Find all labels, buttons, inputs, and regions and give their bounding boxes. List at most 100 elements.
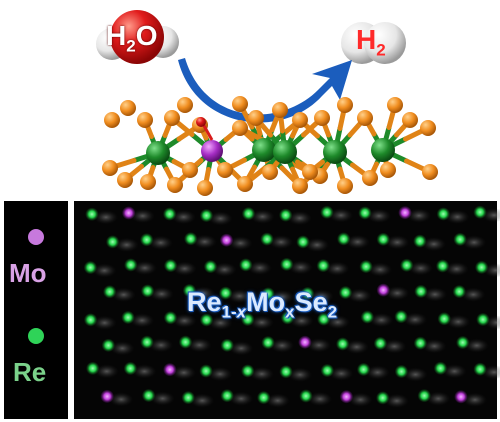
stem-image-panel	[4, 201, 500, 420]
stem-mo-atom	[376, 283, 390, 297]
stem-re-atom	[85, 207, 99, 221]
stem-re-atom	[336, 337, 350, 351]
se-atom	[337, 178, 353, 194]
stem-re-atom	[260, 232, 274, 246]
stem-re-atom	[376, 232, 390, 246]
stem-re-atom	[86, 361, 100, 375]
hydrogen-molecule	[341, 22, 406, 64]
stem-re-atom	[279, 208, 293, 222]
stem-re-atom	[316, 259, 330, 273]
stem-background-blob	[92, 263, 117, 278]
stem-background-blob	[384, 393, 409, 408]
stem-re-atom	[436, 259, 450, 273]
water-formula-label: H2O	[106, 20, 158, 56]
stem-background-blob	[444, 261, 469, 276]
se-atom	[102, 160, 118, 176]
se-atom	[140, 174, 156, 190]
stem-re-atom	[476, 312, 490, 326]
se-atom	[217, 162, 233, 178]
stem-background-blob	[265, 393, 290, 408]
stem-re-atom	[320, 205, 334, 219]
stem-mo-atom	[122, 206, 136, 220]
stem-re-atom	[239, 258, 253, 272]
se-atom	[232, 96, 248, 112]
stem-background-blob	[93, 210, 118, 225]
stem-re-atom	[417, 389, 431, 403]
stem-background-blob	[130, 313, 155, 328]
se-atom	[292, 178, 308, 194]
stem-re-atom	[199, 209, 213, 223]
stem-background-blob	[172, 313, 197, 328]
stem-background-blob	[289, 313, 314, 328]
stem-background-blob	[307, 391, 332, 406]
stem-background-blob	[191, 286, 216, 301]
stem-re-atom	[279, 365, 293, 379]
stem-re-atom	[178, 335, 192, 349]
stem-background-blob	[114, 237, 139, 252]
stem-background-blob	[345, 234, 370, 249]
se-atom	[197, 180, 213, 196]
se-atom	[380, 162, 396, 178]
stem-background-blob	[249, 315, 274, 330]
material-formula: Re1-xMoxSe2	[187, 287, 338, 322]
stem-background-blob	[464, 338, 489, 353]
se-atom	[137, 112, 153, 128]
se-atom	[120, 100, 136, 116]
h2-atom-right	[364, 22, 406, 64]
hydrogen-formula-label: H2	[356, 24, 386, 60]
se-atom	[402, 112, 418, 128]
stem-re-atom	[242, 207, 256, 221]
stem-background-blob	[171, 365, 196, 380]
stem-background-blob	[482, 208, 500, 223]
stem-re-atom	[376, 391, 390, 405]
stem-re-atom	[437, 312, 451, 326]
stem-background-blob	[132, 364, 157, 379]
stem-re-atom	[359, 260, 373, 274]
stem-background-blob	[347, 288, 372, 303]
se-atom	[387, 97, 403, 113]
se-atom	[262, 164, 278, 180]
stem-re-atom	[140, 335, 154, 349]
stem-re-atom	[241, 364, 255, 378]
stem-background-blob	[208, 315, 233, 330]
se-atom	[182, 162, 198, 178]
stem-background-blob	[305, 237, 330, 252]
stem-background-blob	[227, 289, 252, 304]
stem-re-atom	[320, 364, 334, 378]
stem-background-blob	[288, 367, 313, 382]
stem-re-atom	[199, 364, 213, 378]
stem-re-atom	[182, 284, 196, 298]
stem-background-blob	[385, 286, 410, 301]
water-oxygen	[110, 10, 164, 64]
stem-background-blob	[228, 236, 253, 251]
stem-background-blob	[408, 261, 433, 276]
stem-re-atom	[433, 361, 447, 375]
stem-mo-atom	[220, 233, 234, 247]
stem-re-atom	[453, 232, 467, 246]
stem-re-atom	[358, 206, 372, 220]
stem-background-blob	[92, 315, 117, 330]
stem-re-atom	[413, 234, 427, 248]
stem-re-atom	[123, 361, 137, 375]
se-atom	[164, 110, 180, 126]
stem-re-atom	[219, 286, 233, 300]
stem-re-atom	[204, 260, 218, 274]
stem-background-blob	[462, 235, 487, 250]
stem-re-atom	[141, 284, 155, 298]
stem-mo-atom	[163, 363, 177, 377]
stem-background-blob	[149, 338, 174, 353]
stem-atom-grid	[83, 205, 500, 408]
stem-background-blob	[229, 391, 254, 406]
stem-re-atom	[101, 338, 115, 352]
stem-re-atom	[360, 310, 374, 324]
stem-background-blob	[366, 208, 391, 223]
legend-mo-label: Mo	[9, 258, 47, 288]
stem-background-blob	[365, 365, 390, 380]
stem-mo-atom	[298, 335, 312, 349]
stem-background-blob	[172, 261, 197, 276]
stem-background-blob	[287, 211, 312, 226]
stem-mo-atom	[398, 206, 412, 220]
stem-re-atom	[337, 232, 351, 246]
stem-re-atom	[413, 336, 427, 350]
stem-background-blob	[422, 287, 447, 302]
